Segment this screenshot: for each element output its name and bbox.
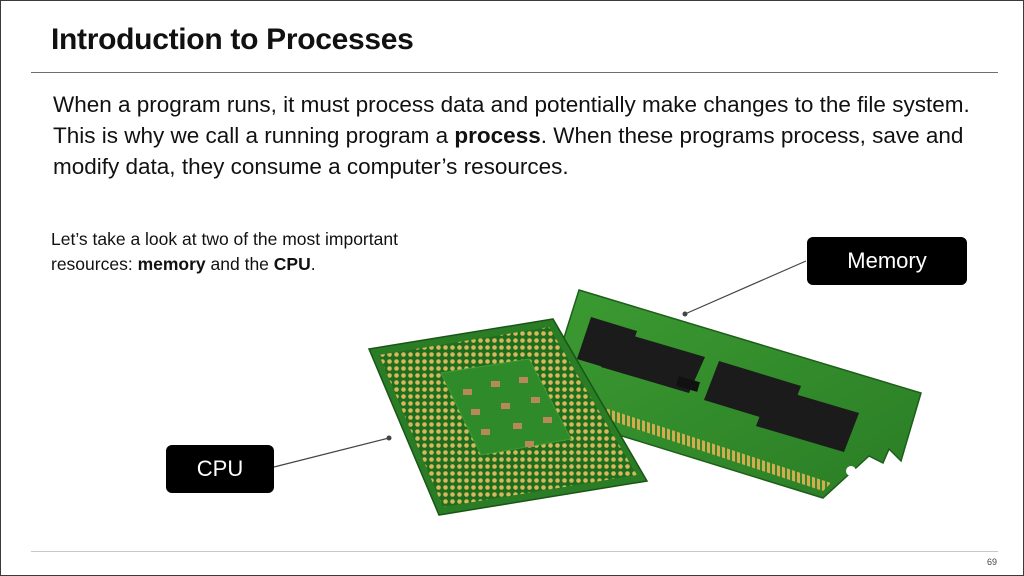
cpu-chip: [367, 318, 649, 516]
memory-notch: [846, 466, 856, 476]
memory-contacts: [561, 396, 831, 491]
lead-text-3: .: [310, 254, 316, 274]
intro-paragraph: When a program runs, it must process dat…: [53, 89, 973, 182]
lead-bold-memory: memory: [137, 254, 206, 274]
memory-module: [540, 289, 922, 499]
lead-bold-cpu: CPU: [273, 254, 311, 274]
lead-text-1: Let’s take a look at two of the most imp…: [51, 229, 398, 274]
memory-small-chip: [676, 376, 700, 392]
memory-chip: [756, 387, 859, 452]
memory-callout-line: [684, 260, 807, 315]
cpu-capacitors: [463, 377, 552, 447]
lead-text-2: and the: [205, 254, 274, 274]
intro-text-1: When a program runs, it must process dat…: [53, 92, 970, 148]
title-divider: [31, 72, 998, 73]
page-number: 69: [986, 557, 997, 567]
intro-text-2: . When these programs process, save and …: [53, 123, 964, 179]
cpu-callout-dot: [386, 435, 392, 441]
intro-bold-process: process: [454, 123, 541, 148]
lead-paragraph: Let’s take a look at two of the most imp…: [51, 227, 431, 277]
footer-divider: [31, 551, 998, 552]
memory-label: Memory: [807, 237, 967, 285]
cpu-label: CPU: [166, 445, 274, 493]
page-title: Introduction to Processes: [51, 23, 414, 56]
memory-callout-dot: [682, 311, 688, 317]
cpu-callout-line: [273, 437, 390, 468]
